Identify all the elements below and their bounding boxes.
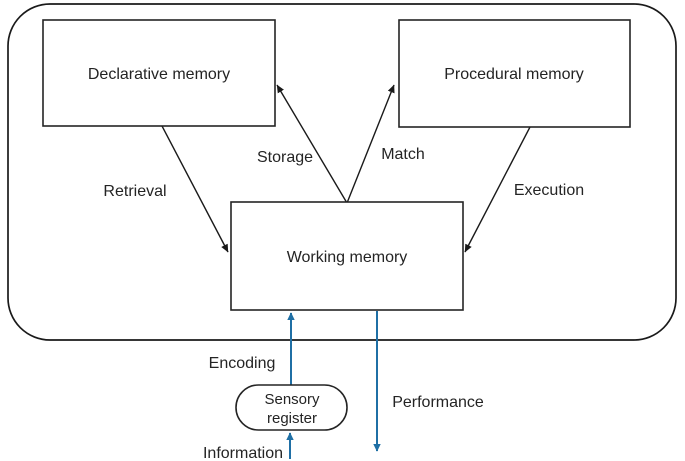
working-memory-box: [230, 201, 464, 311]
procedural-memory-label: Procedural memory: [444, 66, 584, 83]
sensory-register-label-line2: register: [267, 410, 317, 427]
execution-label: Execution: [514, 182, 584, 199]
procedural-memory-box: [398, 19, 631, 128]
match-arrow: [346, 84, 395, 204]
storage-arrow: [276, 84, 348, 204]
storage-label: Storage: [257, 149, 313, 166]
sensory-register-pill: [235, 384, 348, 431]
architecture-boundary: [7, 3, 677, 341]
declarative-memory-box: [42, 19, 276, 127]
encoding-label: Encoding: [209, 355, 276, 372]
retrieval-label: Retrieval: [103, 183, 166, 200]
retrieval-arrow: [161, 125, 229, 253]
declarative-memory-label: Declarative memory: [88, 66, 230, 83]
sensory-register-label-line1: Sensory: [264, 391, 320, 408]
performance-label: Performance: [392, 394, 484, 411]
execution-arrow: [464, 126, 531, 253]
match-label: Match: [381, 146, 425, 163]
information-label: Information: [203, 445, 283, 461]
working-memory-label: Working memory: [287, 249, 408, 266]
